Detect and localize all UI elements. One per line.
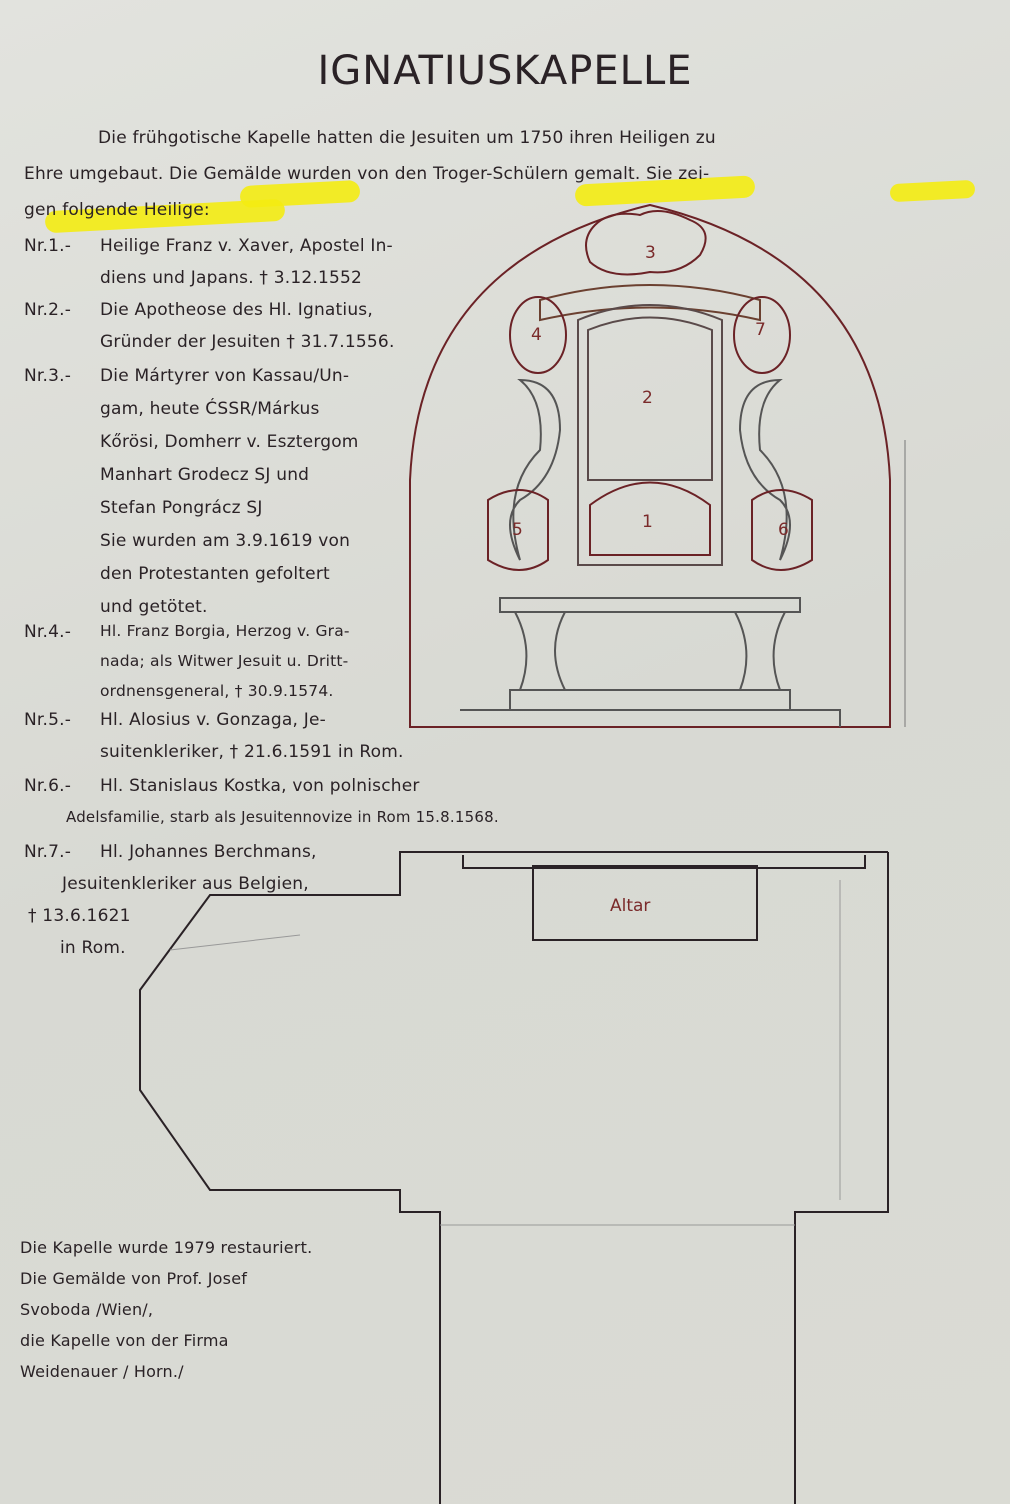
item-line: Manhart Grodecz SJ und	[100, 465, 310, 485]
item-number: Nr.7.-	[24, 842, 72, 862]
item-line: Hl. Alosius v. Gonzaga, Je-	[100, 710, 326, 730]
footer-line: Die Gemälde von Prof. Josef	[20, 1269, 248, 1288]
item-line: Kőrösi, Domherr v. Esztergom	[100, 432, 359, 452]
item-line: Sie wurden am 3.9.1619 von	[100, 531, 351, 551]
page-title: IGNATIUSKAPELLE	[317, 48, 693, 94]
medallion-7	[733, 296, 791, 374]
item-line: Gründer der Jesuiten † 31.7.1556.	[100, 332, 395, 352]
altar-box	[532, 865, 758, 941]
item-line: suitenkleriker, † 21.6.1591 in Rom.	[100, 742, 404, 762]
item-line: in Rom.	[60, 938, 126, 958]
painting-label-2: 2	[642, 388, 653, 408]
painting-label-5: 5	[512, 520, 523, 540]
painting-label-4: 4	[531, 325, 542, 345]
item-line: ordnensgeneral, † 30.9.1574.	[100, 682, 334, 700]
altar-label: Altar	[610, 896, 651, 916]
painting-label-3: 3	[645, 243, 656, 263]
item-number: Nr.2.-	[24, 300, 72, 320]
intro-line: gen folgende Heilige:	[24, 200, 210, 220]
item-line: Adelsfamilie, starb als Jesuitennovize i…	[66, 808, 499, 826]
footer-line: Svoboda /Wien/,	[20, 1300, 154, 1319]
item-number: Nr.1.-	[24, 236, 72, 256]
footer-line: Die Kapelle wurde 1979 restauriert.	[20, 1238, 313, 1257]
item-line: gam, heute ĆSSR/Márkus	[100, 399, 320, 419]
footer-line: die Kapelle von der Firma	[20, 1331, 229, 1350]
item-line: † 13.6.1621	[28, 906, 131, 926]
item-line: Hl. Stanislaus Kostka, von polnischer	[100, 776, 420, 796]
item-number: Nr.4.-	[24, 622, 72, 642]
painting-label-1: 1	[642, 512, 653, 532]
item-number: Nr.5.-	[24, 710, 72, 730]
item-line: Die Apotheose des Hl. Ignatius,	[100, 300, 373, 320]
item-line: den Protestanten gefoltert	[100, 564, 330, 584]
painting-label-6: 6	[778, 520, 789, 540]
item-number: Nr.6.-	[24, 776, 72, 796]
intro-line: Die frühgotische Kapelle hatten die Jesu…	[98, 128, 716, 148]
item-line: Stefan Pongrácz SJ	[100, 498, 263, 518]
item-line: diens und Japans. † 3.12.1552	[100, 268, 363, 288]
item-line: Hl. Franz Borgia, Herzog v. Gra-	[100, 622, 350, 640]
footer-line: Weidenauer / Horn./	[20, 1362, 184, 1381]
intro-line: Ehre umgebaut. Die Gemälde wurden von de…	[24, 164, 710, 184]
item-line: Die Mártyrer von Kassau/Un-	[100, 366, 350, 386]
item-number: Nr.3.-	[24, 366, 72, 386]
floor-plan	[139, 851, 889, 1504]
item-line: nada; als Witwer Jesuit u. Dritt-	[100, 652, 349, 670]
altar-elevation	[409, 203, 906, 728]
item-line: Heilige Franz v. Xaver, Apostel In-	[100, 236, 393, 256]
painting-label-7: 7	[755, 320, 766, 340]
item-line: Hl. Johannes Berchmans,	[100, 842, 317, 862]
item-line: und getötet.	[100, 597, 208, 617]
arch-outline	[409, 203, 891, 728]
item-line: Jesuitenkleriker aus Belgien,	[62, 874, 309, 894]
medallion-4	[509, 296, 567, 374]
